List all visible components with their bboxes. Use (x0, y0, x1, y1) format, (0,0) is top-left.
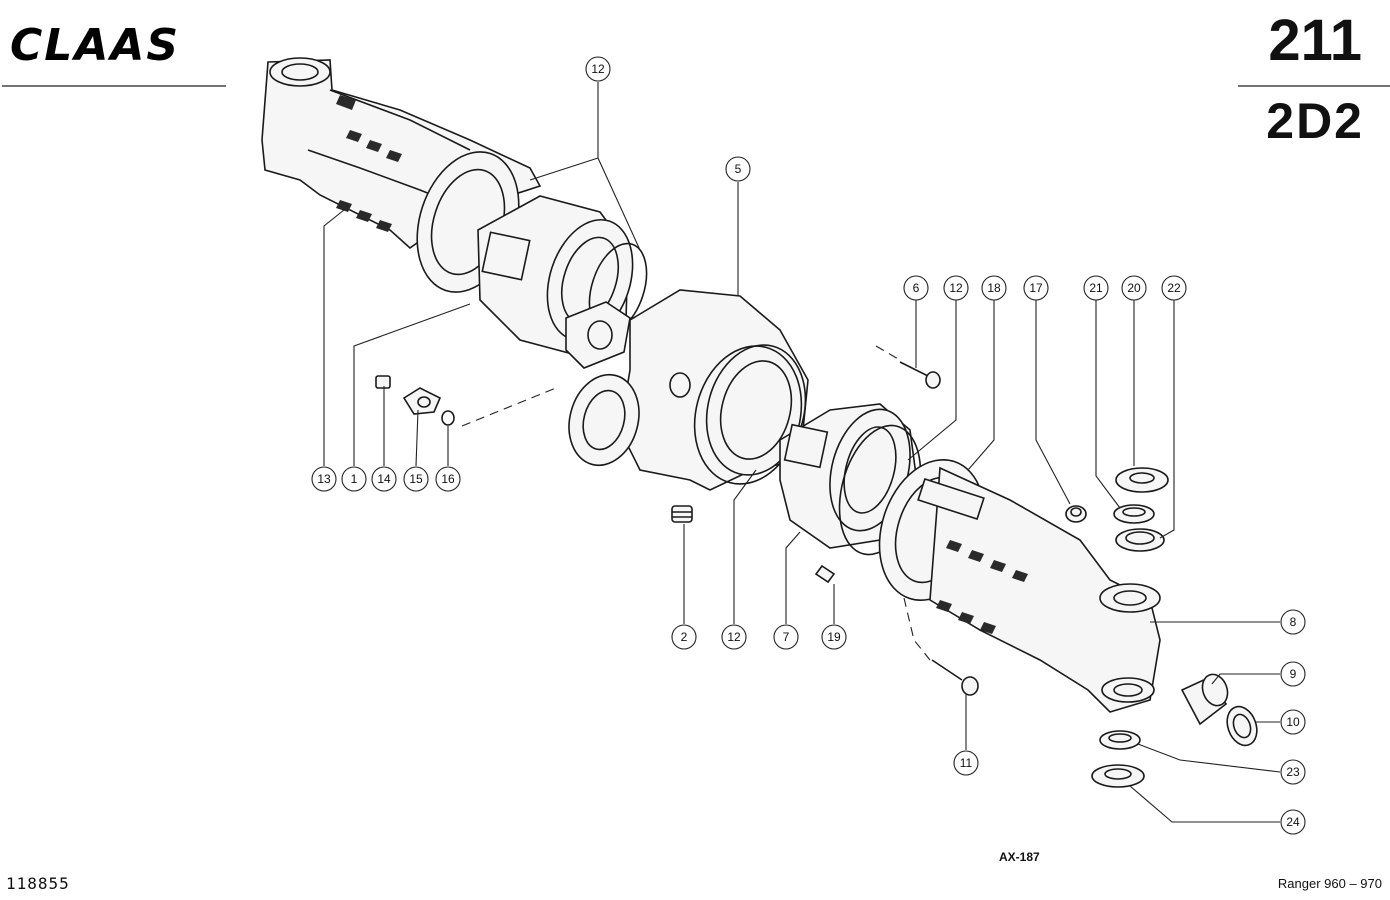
logo-lettering: CLAAS (10, 20, 180, 68)
drawing-reference: AX-187 (999, 850, 1040, 864)
right-planetary-housing (779, 403, 922, 556)
svg-text:19: 19 (827, 630, 841, 644)
callout-12c: 12 (943, 275, 969, 301)
svg-text:12: 12 (591, 62, 605, 76)
svg-text:12: 12 (949, 281, 963, 295)
leader-lines (323, 82, 1281, 823)
seal-10 (1226, 705, 1258, 747)
callout-17: 17 (1023, 275, 1049, 301)
callout-11: 11 (953, 750, 979, 776)
drain-plug (671, 505, 693, 523)
callout-22: 22 (1161, 275, 1187, 301)
svg-text:21: 21 (1089, 281, 1103, 295)
bolt-6 (899, 361, 941, 389)
callout-12a: 12 (585, 56, 611, 82)
svg-text:18: 18 (987, 281, 1001, 295)
callout-10: 10 (1280, 709, 1306, 735)
callout-7: 7 (773, 624, 799, 650)
callout-23: 23 (1280, 759, 1306, 785)
callout-6: 6 (903, 275, 929, 301)
svg-text:17: 17 (1029, 281, 1043, 295)
callout-21: 21 (1083, 275, 1109, 301)
callout-15: 15 (403, 466, 429, 492)
svg-text:10: 10 (1286, 715, 1300, 729)
section-code: 2D2 (1266, 93, 1364, 149)
callout-16: 16 (435, 466, 461, 492)
svg-text:7: 7 (783, 630, 790, 644)
bolt-11 (931, 659, 979, 696)
assembly-line-bolt-11 (903, 597, 931, 661)
right-axle-housing (878, 459, 1161, 713)
svg-text:14: 14 (377, 472, 391, 486)
svg-text:24: 24 (1286, 815, 1300, 829)
callout-1: 1 (341, 466, 367, 492)
dowel-pin (814, 564, 836, 584)
svg-text:12: 12 (727, 630, 741, 644)
page-number: 211 (1268, 8, 1362, 73)
svg-text:2: 2 (681, 630, 688, 644)
oring-16 (441, 410, 455, 426)
pinion-flange (565, 301, 631, 369)
flange-15 (402, 387, 442, 415)
callout-24: 24 (1280, 809, 1306, 835)
svg-text:11: 11 (960, 756, 973, 770)
svg-text:20: 20 (1127, 281, 1141, 295)
callout-18: 18 (981, 275, 1007, 301)
claas-logo: CLAAS (10, 20, 180, 68)
bushing-9 (1180, 673, 1229, 726)
svg-text:8: 8 (1290, 615, 1297, 629)
callout-14: 14 (371, 466, 397, 492)
callout-2: 2 (671, 624, 697, 650)
seal-21 (1113, 504, 1155, 524)
callout-12b: 12 (721, 624, 747, 650)
svg-text:5: 5 (735, 162, 742, 176)
washer-20 (1115, 467, 1169, 493)
document-number: 118855 (6, 874, 70, 893)
svg-text:23: 23 (1286, 765, 1300, 779)
svg-text:1: 1 (351, 472, 358, 486)
breather-14 (375, 375, 391, 389)
callout-5: 5 (725, 156, 751, 182)
callout-9: 9 (1280, 661, 1306, 687)
callout-19: 19 (821, 624, 847, 650)
svg-text:22: 22 (1167, 281, 1181, 295)
nut-17 (1065, 505, 1087, 523)
callout-8: 8 (1280, 609, 1306, 635)
svg-text:6: 6 (913, 281, 920, 295)
svg-text:15: 15 (409, 472, 423, 486)
model-range: Ranger 960 – 970 (1277, 876, 1382, 891)
svg-text:9: 9 (1290, 667, 1297, 681)
assembly-line-bolt-6 (875, 345, 901, 361)
svg-text:16: 16 (441, 472, 455, 486)
seal-23 (1099, 730, 1141, 750)
callout-13: 13 (311, 466, 337, 492)
svg-text:13: 13 (317, 472, 331, 486)
assembly-line-flange (461, 387, 557, 427)
differential-carrier (568, 289, 809, 491)
seal-22 (1115, 528, 1165, 552)
callout-20: 20 (1121, 275, 1147, 301)
washer-24 (1091, 764, 1145, 788)
